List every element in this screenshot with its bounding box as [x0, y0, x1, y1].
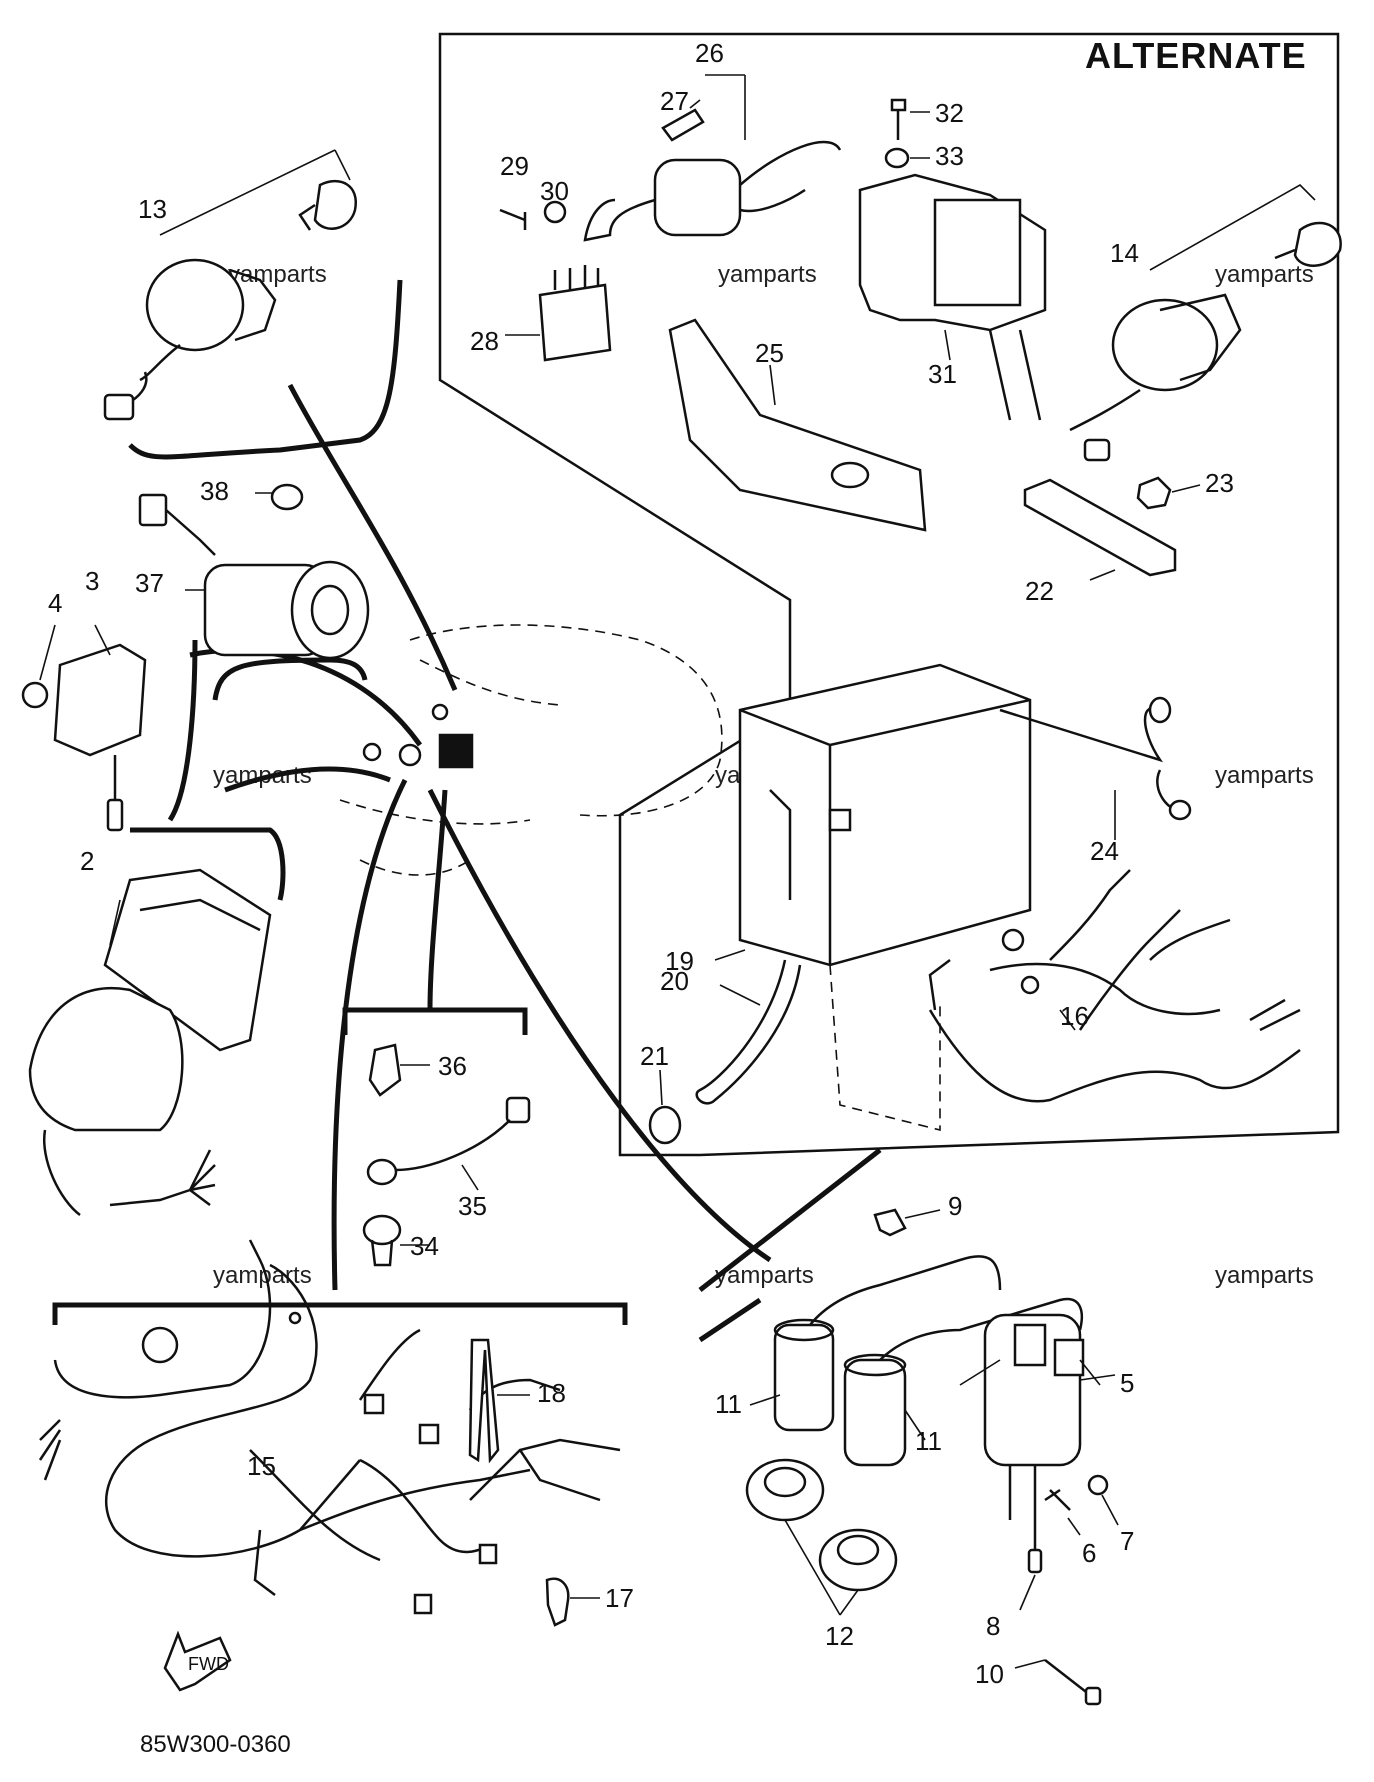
part-28-rectifier — [505, 265, 612, 362]
label-30: 30 — [540, 176, 569, 206]
watermark: yamparts — [1215, 261, 1314, 288]
part-22-stay — [1023, 478, 1177, 581]
label-11b: 11 — [915, 1426, 942, 1456]
watermark: yamparts — [718, 261, 817, 288]
alternate-title: ALTERNATE — [1085, 35, 1307, 76]
label-14: 14 — [1110, 238, 1139, 268]
label-8: 8 — [986, 1611, 1000, 1641]
label-38: 38 — [200, 476, 229, 506]
label-35: 35 — [458, 1191, 487, 1221]
label-25: 25 — [755, 338, 784, 368]
part-38-cap — [255, 483, 304, 511]
label-19: 19 — [665, 946, 694, 976]
label-18: 18 — [537, 1378, 566, 1408]
part-34-switch — [362, 1214, 430, 1267]
part-12-boot — [745, 1458, 898, 1616]
part-4-nut — [21, 624, 56, 709]
part-15-harness — [38, 1239, 621, 1615]
part-3-regulator — [53, 624, 147, 832]
label-28: 28 — [470, 326, 499, 356]
part-31-relay — [858, 173, 1047, 421]
label-23: 23 — [1205, 468, 1234, 498]
label-27: 27 — [660, 86, 689, 116]
diagram-code: 85W300-0360 — [140, 1731, 291, 1758]
label-22: 22 — [1025, 576, 1054, 606]
label-10: 10 — [975, 1659, 1004, 1689]
part-26-solenoid — [583, 74, 842, 242]
part-24-lead — [999, 696, 1192, 840]
label-21: 21 — [640, 1041, 669, 1071]
fwd-label: FWD — [188, 1654, 229, 1674]
label-5: 5 — [1120, 1368, 1134, 1398]
part-6-bolt — [1044, 1488, 1081, 1536]
part-18-band — [468, 1338, 530, 1464]
label-32: 32 — [935, 98, 964, 128]
part-17-clamp — [545, 1577, 600, 1627]
label-24: 24 — [1090, 836, 1119, 866]
part-32-bolt — [890, 98, 930, 140]
part-30-nut — [543, 200, 567, 224]
part-8-lead — [1008, 1465, 1043, 1611]
part-14-switch — [1069, 184, 1342, 462]
part-2-cdi — [28, 868, 272, 1216]
part-13-switch — [103, 149, 358, 421]
watermark: yamparts — [1215, 762, 1314, 789]
label-16: 16 — [1060, 1001, 1089, 1031]
part-21-grommet — [648, 1069, 682, 1145]
label-36: 36 — [438, 1051, 467, 1081]
part-11-coil — [749, 1255, 1002, 1432]
part-36-clip — [368, 1043, 430, 1097]
alternate-frame — [438, 32, 1340, 1157]
label-15: 15 — [247, 1451, 276, 1481]
label-12: 12 — [825, 1621, 854, 1651]
label-9: 9 — [948, 1191, 962, 1221]
label-4: 4 — [48, 588, 62, 618]
label-7: 7 — [1120, 1526, 1134, 1556]
label-13: 13 — [138, 194, 167, 224]
part-37-starter — [138, 493, 370, 660]
label-29: 29 — [500, 151, 529, 181]
part-35-lead — [366, 1096, 531, 1191]
label-37: 37 — [135, 568, 164, 598]
part-11-coil-2 — [843, 1297, 1084, 1467]
frame-outline — [339, 624, 723, 876]
fwd-arrow: FWD — [163, 1630, 232, 1692]
label-20: 20 — [660, 966, 689, 996]
part-labels: 2 3 4 5 6 7 8 9 10 11 11 12 13 14 15 16 … — [48, 38, 1234, 1689]
part-7-nut — [1087, 1474, 1119, 1526]
label-17: 17 — [605, 1583, 634, 1613]
label-3: 3 — [85, 566, 99, 596]
part-10-bolt — [1014, 1659, 1102, 1706]
label-31: 31 — [928, 359, 957, 389]
brackets — [52, 279, 762, 1343]
watermark: yamparts — [1215, 1262, 1314, 1289]
part-23-nut — [1136, 476, 1201, 510]
part-27-fuse — [661, 99, 705, 142]
part-33-washer — [884, 147, 930, 169]
part-20-pipe — [695, 959, 802, 1105]
part-19-battery — [714, 663, 1032, 1132]
part-25-bracket — [668, 318, 927, 532]
part-16-harness — [928, 869, 1301, 1103]
part-9-clamp — [873, 1208, 941, 1237]
part-29-bolt — [499, 208, 527, 230]
label-33: 33 — [935, 141, 964, 171]
label-26: 26 — [695, 38, 724, 68]
label-6: 6 — [1082, 1538, 1096, 1568]
label-11a: 11 — [715, 1389, 742, 1419]
watermark: yamparts — [213, 762, 312, 789]
label-34: 34 — [410, 1231, 439, 1261]
part-5-unit — [959, 1313, 1116, 1467]
label-2: 2 — [80, 846, 94, 876]
